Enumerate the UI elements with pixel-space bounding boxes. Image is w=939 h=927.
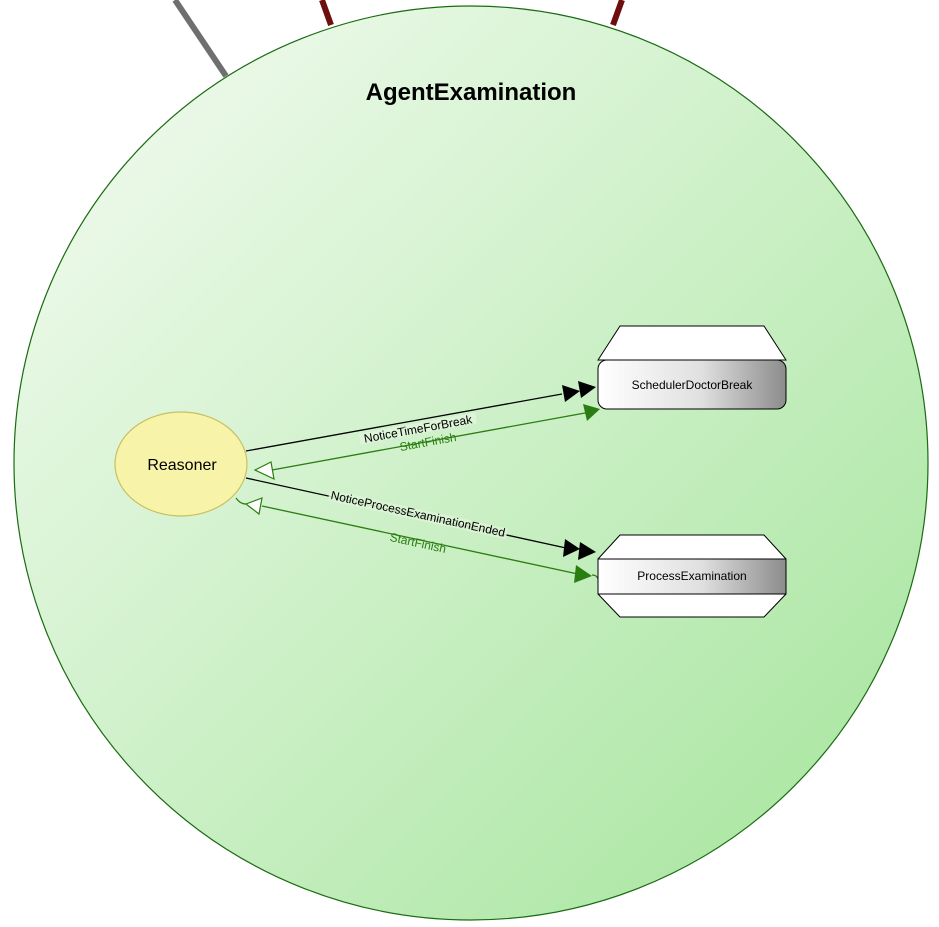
scheduler-doctor-break-node[interactable]: SchedulerDoctorBreak xyxy=(597,325,787,410)
agent-title: AgentExamination xyxy=(366,79,577,106)
reasoner-label: Reasoner xyxy=(147,457,217,474)
process-examination-node[interactable]: ProcessExamination xyxy=(597,534,787,618)
process-examination-label: ProcessExamination xyxy=(637,569,746,583)
agent-container[interactable] xyxy=(13,5,929,921)
scheduler-doctor-break-label: SchedulerDoctorBreak xyxy=(632,378,754,392)
external-link-gray[interactable] xyxy=(172,0,229,78)
external-link-red-1[interactable] xyxy=(319,0,334,27)
reasoner-node[interactable]: Reasoner xyxy=(114,411,248,517)
external-link-red-2[interactable] xyxy=(610,0,625,27)
